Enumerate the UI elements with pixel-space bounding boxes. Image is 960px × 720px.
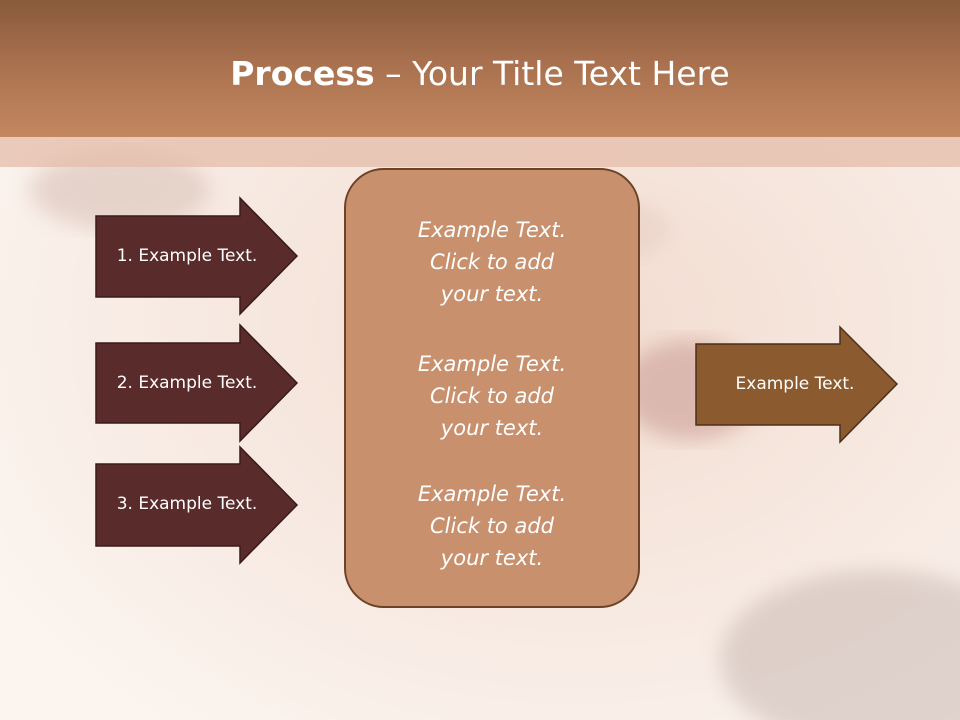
left-arrow-1 (95, 196, 299, 316)
left-arrow-label-1: 1. Example Text. (116, 246, 258, 266)
center-text-block-1: Example Text. Click to add your text. (346, 214, 638, 310)
center-line: your text. (440, 546, 544, 570)
title-rest: – Your Title Text Here (374, 54, 730, 93)
center-text-block-3: Example Text. Click to add your text. (346, 478, 638, 574)
title-bar (0, 0, 960, 137)
center-line: Click to add (429, 514, 554, 538)
center-text-block-2: Example Text. Click to add your text. (346, 348, 638, 444)
left-arrow-3 (95, 445, 299, 565)
left-arrow-label-3: 3. Example Text. (116, 494, 258, 514)
center-line: Click to add (429, 250, 554, 274)
title-bold: Process (230, 54, 375, 93)
center-line: Click to add (429, 384, 554, 408)
center-line: Example Text. (417, 218, 567, 242)
left-arrow-label-2: 2. Example Text. (116, 373, 258, 393)
slide-title: Process – Your Title Text Here (0, 52, 960, 96)
right-arrow (695, 325, 899, 444)
center-text-box: Example Text. Click to add your text. Ex… (344, 168, 640, 608)
center-line: your text. (440, 282, 544, 306)
left-arrow-2 (95, 323, 299, 443)
center-line: Example Text. (417, 352, 567, 376)
title-bar-band (0, 137, 960, 167)
center-line: Example Text. (417, 482, 567, 506)
right-arrow-label: Example Text. (735, 374, 855, 394)
center-line: your text. (440, 416, 544, 440)
